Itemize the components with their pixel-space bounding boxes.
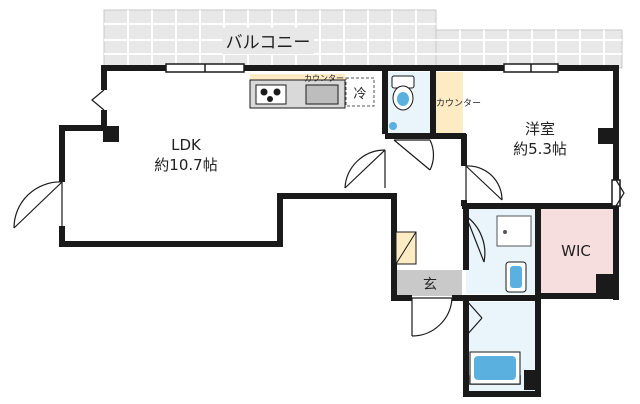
wic-label: WIC xyxy=(561,242,591,260)
balcony-label-bg xyxy=(222,28,314,54)
entrance-label: 玄 xyxy=(423,276,437,293)
washroom xyxy=(496,215,532,293)
room-counter xyxy=(433,72,463,134)
kitchen-counter-top xyxy=(250,74,345,83)
wall-pillar xyxy=(103,126,119,142)
room-counter-label: カウンター xyxy=(436,98,481,109)
wall-pillar xyxy=(524,370,538,390)
ldk-name: LDK xyxy=(171,136,202,154)
toilet-icon xyxy=(389,75,415,130)
bathtub-icon xyxy=(469,351,521,385)
ldk-area: 約10.7帖 xyxy=(154,156,217,174)
doors xyxy=(13,89,625,337)
western-room-name: 洋室 xyxy=(525,120,555,138)
balcony: バルコニー xyxy=(103,9,623,69)
fridge-label: 冷 xyxy=(353,87,366,102)
wall-pillar xyxy=(598,128,614,144)
sink-icon xyxy=(305,84,339,105)
fridge-space xyxy=(345,77,375,107)
washing-machine-space xyxy=(496,215,532,247)
shoe-cabinet xyxy=(395,231,417,265)
western-room-area: 約5.3帖 xyxy=(513,140,567,158)
balcony-label: バルコニー xyxy=(226,33,311,53)
kitchen: カウンター 冷 xyxy=(249,74,375,109)
kitchen-counter-label: カウンター xyxy=(304,74,344,83)
wall-pillar xyxy=(596,274,614,294)
entrance-floor xyxy=(394,270,462,296)
walls xyxy=(59,65,619,397)
